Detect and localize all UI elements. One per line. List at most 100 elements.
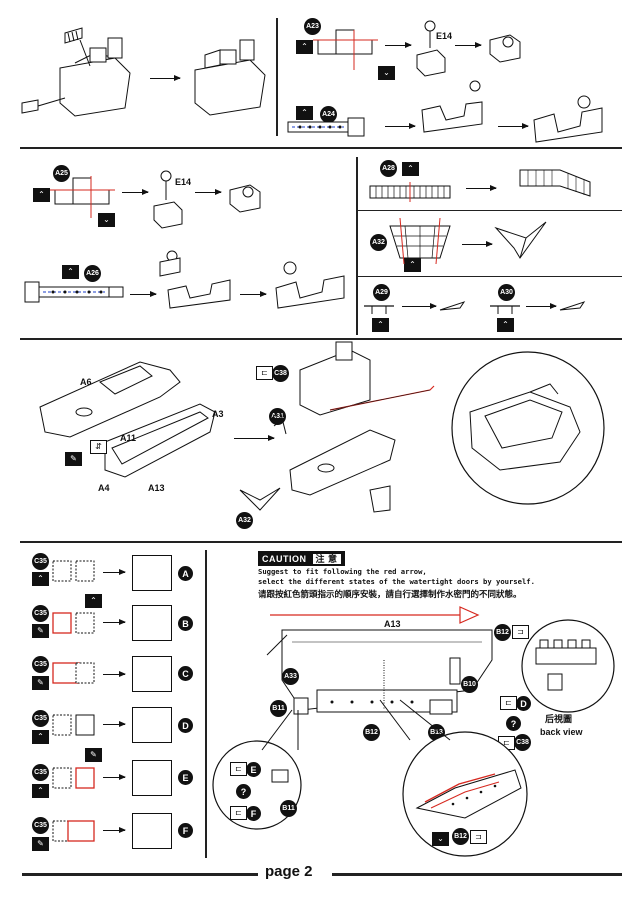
letter-f: F [246,806,261,821]
part-b12-icon-b: ⊐ [470,830,487,844]
red-guide-arrow-row4 [270,606,480,624]
part-a30-result-diagram [559,301,586,311]
separator-row2-bottom [20,338,622,340]
fold-up-icon-2: ⌃ [296,106,313,120]
part-f-icon: ⊏ [230,806,247,820]
caution-line-2: select the different states of the water… [258,577,535,586]
glue-icon-v3: ✎ [32,676,49,690]
flow-arrow-a23b [455,42,482,48]
part-a28-result-diagram [519,169,591,197]
variant-callout-f: C35 [32,817,49,834]
part-e-icon: ⊏ [230,762,247,776]
step-callout-c38: C38 [272,365,289,382]
deck-parts-exploded-diagram [39,361,216,478]
variant-arrow-d [103,721,126,727]
label-e14-a: E14 [436,31,453,41]
step-callout-c38-b: C38 [514,734,531,751]
variant-letter-f: F [178,823,193,838]
page-number: page 2 [265,863,313,880]
part-a23-result-diagram [489,34,521,63]
label-a6: A6 [80,377,92,387]
flow-arrow-row1a [150,75,181,81]
separator-row3-bottom [20,541,622,543]
step-callout-a32-b: A32 [236,512,253,529]
step-callout-a28: A28 [380,160,397,177]
fold-up-icon: ⌃ [296,40,313,54]
variant-b-parts [52,612,95,634]
part-a25-flat-diagram [50,176,115,218]
part-a24-folded-diagram [421,80,483,133]
part-a26-folded-diagram [159,250,231,309]
step-callout-a31: A31 [269,408,286,425]
superstructure-after-diagram [194,39,266,116]
variant-callout-e: C35 [32,764,49,781]
flow-arrow-a23a [385,42,412,48]
flow-arrow-row3 [234,435,275,441]
label-a4: A4 [98,483,110,493]
glue-icon-v5: ✎ [85,748,102,762]
step-callout-b12: B12 [363,724,380,741]
variant-result-box-e [132,760,172,796]
label-a13-b: A13 [384,619,401,629]
step-callout-b10: B10 [461,676,478,693]
variant-arrow-e [103,774,126,780]
step-callout-a32: A32 [370,234,387,251]
fold-up-icon-8: ⌃ [497,318,514,332]
variant-callout-c: C35 [32,656,49,673]
label-a11: A11 [120,433,137,443]
variant-f-parts [52,820,95,842]
variant-callout-a: C35 [32,553,49,570]
superstructure-before-diagram [21,27,131,117]
back-view-label-en: back view [540,727,583,737]
flow-arrow-a26a [130,291,157,297]
part-a23-folded-diagram [416,20,446,77]
glue-icon: ✎ [65,452,82,466]
footer-rule-left [22,873,258,876]
part-a25-folded-diagram [153,170,183,229]
letter-e: E [246,762,261,777]
flow-arrow-a25b [195,189,222,195]
caution-line-1: Suggest to fit following the red arrow, [258,567,427,576]
fold-up-icon-5: ⌃ [402,162,419,176]
step-callout-a26: A26 [84,265,101,282]
caution-tag-cn: 注 意 [312,554,341,564]
detail-zoom-circle [451,351,605,505]
flow-arrow-a26b [240,291,267,297]
back-view-zoom-circle [521,619,615,713]
fold-up-icon-v2: ⌃ [85,594,102,608]
flow-arrow-a24b [498,123,529,129]
caution-tag-en: CAUTION [262,554,307,564]
flow-arrow-a28 [466,185,497,191]
fold-up-icon-4: ⌃ [62,265,79,279]
part-b12-icon: ⊐ [512,625,529,639]
variant-result-box-d [132,707,172,743]
part-a24-result-diagram [533,95,603,143]
fold-up-icon-v5: ⌃ [32,784,49,798]
part-a30-diagram [490,305,520,314]
flip-part-icon: ⇵ [90,440,107,454]
part-a32-result-diagram [494,221,547,259]
variant-e-parts [52,767,95,789]
flow-arrow-a24a [385,123,416,129]
part-a23-flat-diagram [313,29,378,70]
fold-up-icon-v4: ⌃ [32,730,49,744]
variant-arrow-b [103,619,126,625]
separator-row1-bottom [20,147,622,149]
step-callout-a23: A23 [304,18,321,35]
step-callout-b12-b: B12 [494,624,511,641]
step-callout-a30: A30 [498,284,515,301]
label-a13: A13 [148,483,165,493]
leader-lines-b11 [261,709,299,751]
step-callout-a33: A33 [282,668,299,685]
variant-letter-a: A [178,566,193,581]
question-mark-1: ? [506,716,521,731]
flow-arrow-a30 [526,303,557,309]
variant-callout-b: C35 [32,605,49,622]
glue-icon-v2: ✎ [32,624,49,638]
step-callout-b11-small: B11 [280,800,297,817]
part-a24-flat-diagram [287,117,365,137]
deck-assembled-diagram [239,341,396,513]
fold-down-icon: ⌄ [378,66,395,80]
fold-up-icon-3: ⌃ [33,188,50,202]
separator-top-vertical [276,18,278,136]
